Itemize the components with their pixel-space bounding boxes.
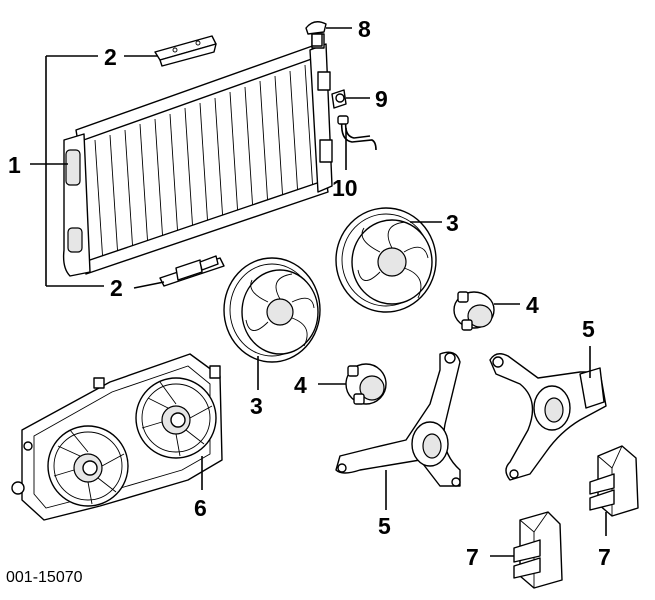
callout-mount-left: 7 <box>466 544 479 570</box>
callout-valve: 9 <box>375 86 388 112</box>
radiator <box>62 33 333 277</box>
radiator-cap <box>305 21 327 47</box>
figure-code: 001-15070 <box>6 569 83 586</box>
callout-upper-bracket: 2 <box>104 44 117 70</box>
motor-right <box>453 291 495 331</box>
mount-left <box>513 511 563 589</box>
leader-lines <box>30 27 607 557</box>
mount-right <box>589 445 639 517</box>
callout-motor-right: 4 <box>526 292 539 318</box>
fan-bracket-left <box>335 351 461 487</box>
drain-valve <box>331 89 347 109</box>
callout-radiator: 1 <box>8 152 21 178</box>
callout-lower-bracket: 2 <box>110 275 123 301</box>
fan-right <box>335 207 437 313</box>
fan-bracket-right <box>489 353 607 481</box>
callout-hose: 10 <box>332 175 358 201</box>
motor-left <box>345 363 387 405</box>
callout-fan-right: 3 <box>446 210 459 236</box>
upper-bracket <box>154 35 217 67</box>
callout-bracket-left: 5 <box>378 513 391 539</box>
callout-fan-left: 3 <box>250 393 263 419</box>
fan-left <box>223 257 321 363</box>
callout-shroud: 6 <box>194 495 207 521</box>
callout-cap: 8 <box>358 16 371 42</box>
overflow-hose <box>337 115 377 151</box>
callout-motor-left: 4 <box>294 372 307 398</box>
lower-bracket <box>159 255 225 287</box>
fan-shroud-assembly <box>11 353 223 521</box>
callout-mount-right: 7 <box>598 544 611 570</box>
callout-bracket-right: 5 <box>582 316 595 342</box>
